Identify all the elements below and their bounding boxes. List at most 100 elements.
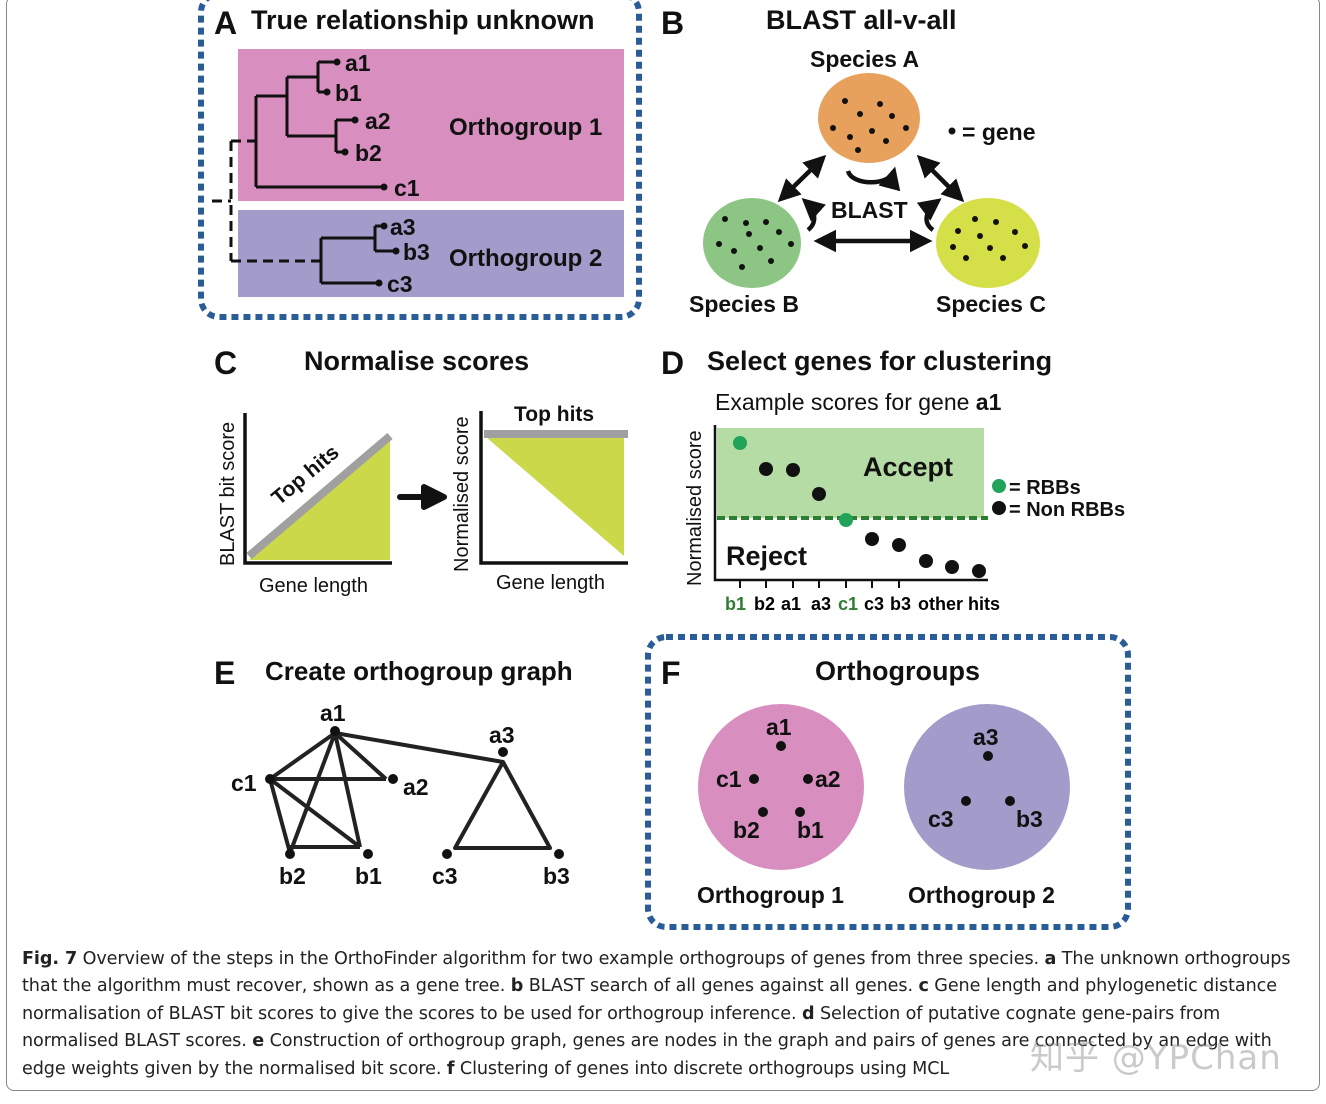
gene-tree-leaves bbox=[323, 58, 400, 287]
og2-gene-b3: b3 bbox=[1016, 806, 1043, 832]
node-label-b1: b1 bbox=[355, 863, 382, 889]
orthogroup-2-label: Orthogroup 2 bbox=[449, 245, 602, 272]
xlabel-a1: a1 bbox=[781, 594, 801, 614]
graph-edges bbox=[268, 731, 552, 854]
caption-d-label: d bbox=[801, 1003, 815, 1024]
species-c-genes bbox=[950, 216, 1028, 261]
score-points bbox=[733, 436, 986, 578]
caption-f-text: Clustering of genes into discrete orthog… bbox=[454, 1058, 950, 1079]
panel-d: D Select genes for clustering Example sc… bbox=[661, 345, 1125, 614]
leaf-label-c1: c1 bbox=[394, 175, 420, 201]
orthogroup-2-circle bbox=[904, 704, 1070, 870]
panel-a: A True relationship unknown Orthogroup 1… bbox=[198, 0, 642, 320]
panel-a-letter: A bbox=[214, 5, 237, 41]
caption-b-label: b bbox=[510, 976, 524, 997]
right-tophits-label: Top hits bbox=[514, 403, 594, 426]
score-xticks bbox=[739, 580, 900, 588]
species-a-genes bbox=[830, 98, 909, 153]
caption-e-text: Construction of orthogroup graph, genes … bbox=[22, 1031, 1272, 1079]
caption-a-label: a bbox=[1044, 949, 1057, 969]
panel-b: B BLAST all-v-all Species A bbox=[661, 5, 1046, 317]
bitscore-tophits-line bbox=[246, 432, 393, 560]
leaf-label-b2: b2 bbox=[355, 140, 382, 166]
panel-e-title: Create orthogroup graph bbox=[265, 656, 573, 686]
score-xlabels: b1 b2 a1 a3 c1 c3 b3 other hits bbox=[725, 594, 1000, 614]
caption-fig-label: Fig. 7 bbox=[22, 949, 78, 969]
leaf-label-a3: a3 bbox=[390, 214, 416, 240]
left-plot-axes bbox=[243, 413, 392, 565]
orthogroup-1-box bbox=[238, 49, 624, 201]
figure-caption: Fig. 7 Overview of the steps in the Orth… bbox=[22, 946, 1307, 1083]
xlabel-other-hits: other hits bbox=[918, 594, 1000, 614]
xlabel-a3: a3 bbox=[811, 594, 831, 614]
right-ylabel: Normalised score bbox=[451, 416, 473, 572]
panel-b-letter: B bbox=[661, 5, 684, 41]
right-xlabel: Gene length bbox=[496, 572, 605, 594]
xlabel-b2: b2 bbox=[754, 594, 775, 614]
legend-rbb-dot bbox=[992, 479, 1006, 493]
caption-intro: Overview of the steps in the OrthoFinder… bbox=[77, 949, 1045, 969]
graph-nodes bbox=[265, 726, 564, 859]
legend-rbb-text: = RBBs bbox=[1009, 477, 1081, 499]
og1-gene-a2: a2 bbox=[815, 766, 841, 792]
caption-a-text: The unknown orthogroups that the algorit… bbox=[22, 949, 1291, 997]
panel-b-title: BLAST all-v-all bbox=[766, 5, 957, 35]
panel-d-subtitle: Example scores for gene a1 bbox=[715, 389, 1002, 415]
node-label-a3: a3 bbox=[489, 722, 515, 748]
caption-d-text: Selection of putative cognate gene-pairs… bbox=[22, 1003, 1221, 1052]
node-label-a2: a2 bbox=[403, 774, 429, 800]
panel-f-title: Orthogroups bbox=[815, 656, 980, 686]
orthogroup-1-circle bbox=[698, 704, 864, 870]
panel-f-dashed-border bbox=[645, 634, 1131, 930]
watermark: 知乎 @YPChan bbox=[1030, 1038, 1282, 1078]
panel-c-letter: C bbox=[214, 345, 237, 381]
panel-f: F Orthogroups a1 c1 a2 b2 b1 a3 c3 b3 Or… bbox=[645, 634, 1131, 930]
panel-d-title: Select genes for clustering bbox=[707, 346, 1052, 376]
species-a-circle bbox=[818, 73, 920, 163]
leaf-label-c3: c3 bbox=[387, 271, 413, 297]
right-plot-axes bbox=[479, 411, 628, 565]
figure-frame bbox=[6, 0, 1320, 1091]
og2-label: Orthogroup 2 bbox=[908, 882, 1055, 908]
xlabel-b1: b1 bbox=[725, 594, 746, 614]
species-b-label: Species B bbox=[689, 291, 799, 317]
caption-f-label: f bbox=[446, 1058, 455, 1079]
panel-a-title: True relationship unknown bbox=[251, 5, 595, 35]
reject-label: Reject bbox=[726, 541, 807, 571]
node-label-c1: c1 bbox=[231, 770, 257, 796]
caption-b-text: BLAST search of all genes against all ge… bbox=[523, 976, 919, 997]
node-label-a1: a1 bbox=[320, 700, 346, 726]
og2-gene-a3: a3 bbox=[973, 724, 999, 750]
figure-canvas: A True relationship unknown Orthogroup 1… bbox=[198, 0, 1131, 930]
leaf-label-a1: a1 bbox=[345, 50, 371, 76]
panel-e: E Create orthogroup graph a1 c1 a2 b2 b1… bbox=[214, 655, 573, 889]
xlabel-c3: c3 bbox=[864, 594, 884, 614]
blast-arrows bbox=[777, 154, 965, 253]
gene-legend-text: = gene bbox=[962, 119, 1036, 145]
blast-label: BLAST bbox=[831, 197, 908, 223]
left-xlabel: Gene length bbox=[259, 575, 368, 597]
species-a-label: Species A bbox=[810, 46, 919, 72]
score-plot-axes bbox=[713, 425, 988, 582]
species-c-circle bbox=[936, 198, 1040, 288]
og1-gene-a1: a1 bbox=[766, 714, 792, 740]
normalise-arrow bbox=[397, 484, 447, 510]
accept-label: Accept bbox=[863, 452, 953, 482]
og1-gene-b2: b2 bbox=[733, 817, 760, 843]
panel-d-letter: D bbox=[661, 345, 684, 381]
panel-c-title: Normalise scores bbox=[304, 346, 529, 376]
node-label-b3: b3 bbox=[543, 863, 570, 889]
gene-legend-dot bbox=[948, 127, 956, 135]
left-ylabel: BLAST bit score bbox=[217, 422, 239, 566]
subtitle-gene: a1 bbox=[976, 389, 1002, 415]
xlabel-b3: b3 bbox=[890, 594, 911, 614]
legend-non-rbb-dot bbox=[992, 501, 1006, 515]
caption-c-label: c bbox=[918, 976, 929, 997]
og1-label: Orthogroup 1 bbox=[697, 882, 844, 908]
xlabel-c1: c1 bbox=[838, 594, 858, 614]
og1-gene-c1: c1 bbox=[716, 766, 742, 792]
orthogroup-2-box bbox=[238, 210, 624, 297]
caption-e-label: e bbox=[252, 1031, 265, 1052]
panel-f-letter: F bbox=[661, 655, 681, 691]
species-b-genes bbox=[716, 216, 794, 270]
